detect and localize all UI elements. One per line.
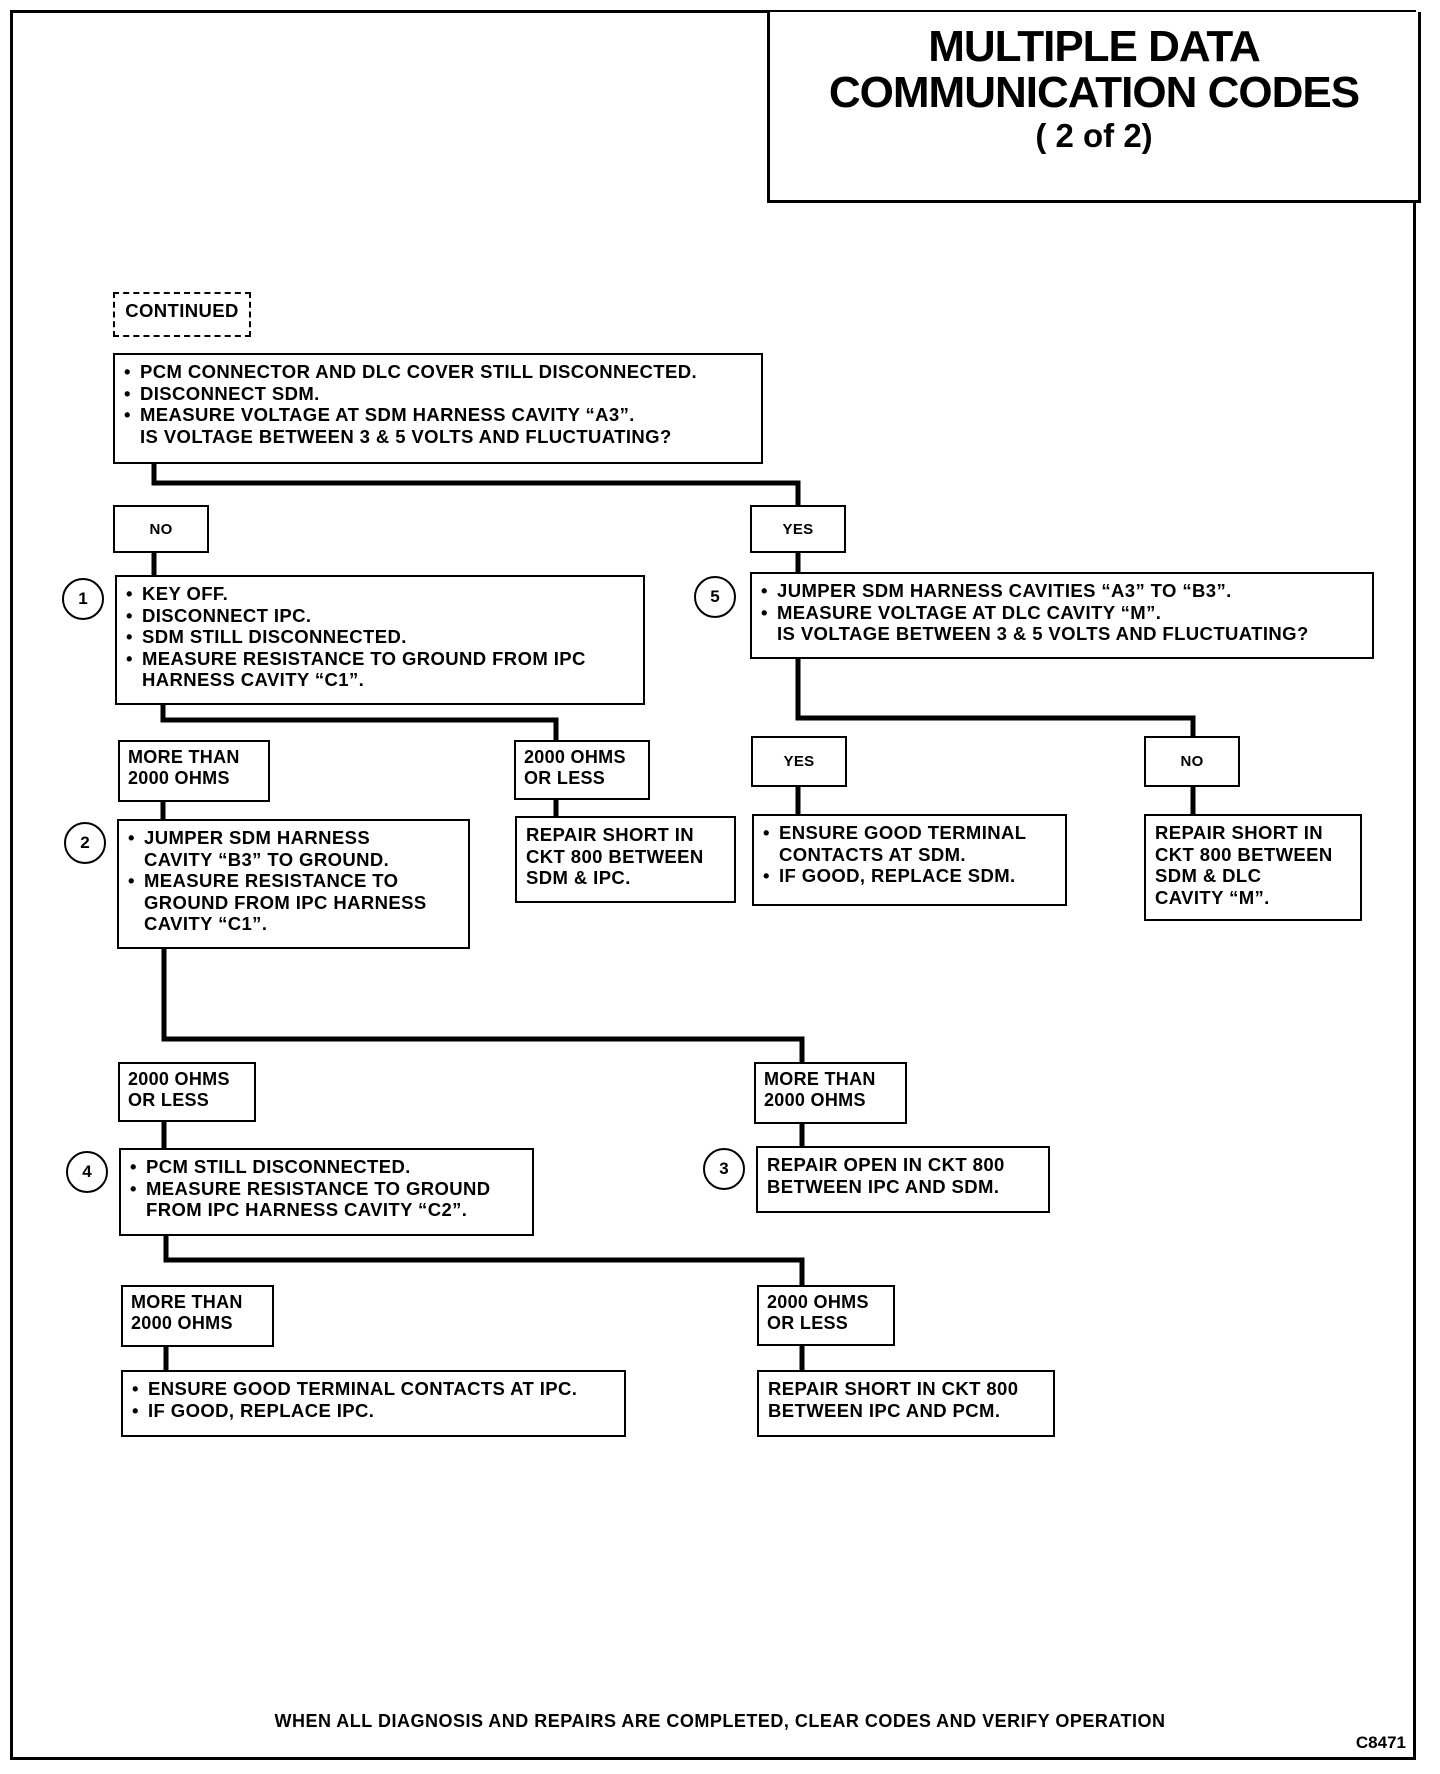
- page-frame: [10, 10, 1416, 1760]
- step4-box: PCM STILL DISCONNECTED. MEASURE RESISTAN…: [119, 1148, 534, 1236]
- label-step1-more-than: MORE THAN 2000 OHMS: [118, 740, 270, 802]
- start-text-1: PCM CONNECTOR AND DLC COVER STILL DISCON…: [124, 361, 752, 383]
- ensure-ipc-line2: IF GOOD, REPLACE IPC.: [132, 1400, 615, 1422]
- step5-text-3: IS VOLTAGE BETWEEN 3 & 5 VOLTS AND FLUCT…: [777, 623, 1309, 644]
- label-step2-more-line2: 2000 OHMS: [764, 1090, 866, 1110]
- ensure-sdm-line2: CONTACTS AT SDM.: [779, 843, 966, 865]
- step1-text-2: DISCONNECT IPC.: [126, 605, 634, 627]
- label-step2-more-line1: MORE THAN: [764, 1069, 876, 1089]
- label-step2-less-line1: 2000 OHMS: [128, 1069, 230, 1089]
- step5-text-1: JUMPER SDM HARNESS CAVITIES “A3” TO “B3”…: [761, 580, 1363, 602]
- label-step5-yes: YES: [751, 736, 847, 787]
- title-box: MULTIPLE DATA COMMUNICATION CODES ( 2 of…: [767, 12, 1421, 203]
- step1-text-5: HARNESS CAVITY “C1”.: [142, 669, 365, 690]
- connector-step4-split: [163, 1232, 805, 1288]
- step1-text-3: SDM STILL DISCONNECTED.: [126, 626, 634, 648]
- repair-sdm-ipc-line2: CKT 800 BETWEEN: [526, 845, 704, 867]
- ensure-ipc-line1: ENSURE GOOD TERMINAL CONTACTS AT IPC.: [132, 1378, 615, 1400]
- label-step4-more-than: MORE THAN 2000 OHMS: [121, 1285, 274, 1347]
- repair-sdm-dlc-line4: CAVITY “M”.: [1155, 886, 1270, 908]
- label-step4-less-line1: 2000 OHMS: [767, 1292, 869, 1312]
- step3-text-2: BETWEEN IPC AND SDM.: [767, 1175, 1000, 1197]
- step2-box: JUMPER SDM HARNESS CAVITY “B3” TO GROUND…: [117, 819, 470, 949]
- step3-text-1: REPAIR OPEN IN CKT 800: [767, 1154, 1005, 1175]
- repair-short-sdm-dlc-box: REPAIR SHORT IN CKT 800 BETWEEN SDM & DL…: [1144, 814, 1362, 921]
- step-number-5: 5: [694, 576, 736, 618]
- connector-step2-split: [161, 945, 805, 1065]
- label-step1-or-less: 2000 OHMS OR LESS: [514, 740, 650, 800]
- label-step2-or-less: 2000 OHMS OR LESS: [118, 1062, 256, 1122]
- label-step1-more-line1: MORE THAN: [128, 747, 240, 767]
- title-line-2: COMMUNICATION CODES: [828, 68, 1360, 117]
- label-step4-more-line2: 2000 OHMS: [131, 1313, 233, 1333]
- label-step4-or-less: 2000 OHMS OR LESS: [757, 1285, 895, 1346]
- label-step4-less-line2: OR LESS: [767, 1313, 849, 1333]
- connector-step1-split: [160, 701, 559, 743]
- label-step1-less-line2: OR LESS: [524, 768, 606, 788]
- step2-text-2: CAVITY “B3” TO GROUND.: [144, 848, 390, 870]
- step4-text-2: MEASURE RESISTANCE TO GROUND: [130, 1178, 523, 1200]
- label-step2-less-line2: OR LESS: [128, 1090, 210, 1110]
- step3-box: REPAIR OPEN IN CKT 800 BETWEEN IPC AND S…: [756, 1146, 1050, 1213]
- title-line-1: MULTIPLE DATA: [928, 22, 1261, 71]
- footer-instruction: WHEN ALL DIAGNOSIS AND REPAIRS ARE COMPL…: [274, 1711, 1166, 1731]
- start-text-2: DISCONNECT SDM.: [124, 383, 752, 405]
- step-number-2: 2: [64, 822, 106, 864]
- repair-ipc-pcm-line2: BETWEEN IPC AND PCM.: [768, 1399, 1001, 1421]
- label-yes-1: YES: [750, 505, 846, 553]
- step4-text-1: PCM STILL DISCONNECTED.: [130, 1156, 523, 1178]
- repair-ipc-pcm-line1: REPAIR SHORT IN CKT 800: [768, 1378, 1019, 1399]
- repair-short-sdm-ipc-box: REPAIR SHORT IN CKT 800 BETWEEN SDM & IP…: [515, 816, 736, 903]
- step1-box: KEY OFF. DISCONNECT IPC. SDM STILL DISCO…: [115, 575, 645, 705]
- connector-step5-split: [795, 655, 1196, 741]
- step1-text-4: MEASURE RESISTANCE TO GROUND FROM IPC: [126, 648, 634, 670]
- ensure-sdm-box: ENSURE GOOD TERMINAL CONTACTS AT SDM. IF…: [752, 814, 1067, 906]
- continued-box: CONTINUED: [113, 292, 251, 337]
- step1-text-1: KEY OFF.: [126, 583, 634, 605]
- step-number-1: 1: [62, 578, 104, 620]
- step2-text-4: GROUND FROM IPC HARNESS: [144, 891, 427, 913]
- label-step1-less-line1: 2000 OHMS: [524, 747, 626, 767]
- connector-start-split: [151, 461, 801, 510]
- step5-box: JUMPER SDM HARNESS CAVITIES “A3” TO “B3”…: [750, 572, 1374, 659]
- step2-text-1: JUMPER SDM HARNESS: [128, 827, 459, 849]
- step4-text-3: FROM IPC HARNESS CAVITY “C2”.: [146, 1199, 468, 1220]
- repair-sdm-dlc-line1: REPAIR SHORT IN: [1155, 822, 1324, 843]
- ensure-ipc-box: ENSURE GOOD TERMINAL CONTACTS AT IPC. IF…: [121, 1370, 626, 1437]
- step2-text-5: CAVITY “C1”.: [144, 913, 268, 934]
- step-number-4: 4: [66, 1151, 108, 1193]
- repair-sdm-ipc-line1: REPAIR SHORT IN: [526, 824, 695, 845]
- label-step1-more-line2: 2000 OHMS: [128, 768, 230, 788]
- step5-text-2: MEASURE VOLTAGE AT DLC CAVITY “M”.: [761, 602, 1363, 624]
- label-no-1: NO: [113, 505, 209, 553]
- step-number-3: 3: [703, 1148, 745, 1190]
- ensure-sdm-line3: IF GOOD, REPLACE SDM.: [763, 865, 1056, 887]
- step2-text-3: MEASURE RESISTANCE TO: [128, 870, 459, 892]
- start-box: PCM CONNECTOR AND DLC COVER STILL DISCON…: [113, 353, 763, 464]
- repair-sdm-dlc-line3: SDM & DLC: [1155, 865, 1262, 886]
- repair-short-ipc-pcm-box: REPAIR SHORT IN CKT 800 BETWEEN IPC AND …: [757, 1370, 1055, 1437]
- start-text-3: MEASURE VOLTAGE AT SDM HARNESS CAVITY “A…: [124, 404, 752, 426]
- label-step5-no: NO: [1144, 736, 1240, 787]
- continued-label: CONTINUED: [125, 300, 239, 321]
- label-step2-more-than: MORE THAN 2000 OHMS: [754, 1062, 907, 1124]
- figure-code: C8471: [1355, 1733, 1406, 1752]
- repair-sdm-ipc-line3: SDM & IPC.: [526, 867, 631, 888]
- ensure-sdm-line1: ENSURE GOOD TERMINAL: [763, 822, 1056, 844]
- title-line-3: ( 2 of 2): [1035, 117, 1153, 154]
- repair-sdm-dlc-line2: CKT 800 BETWEEN: [1155, 843, 1333, 865]
- label-step4-more-line1: MORE THAN: [131, 1292, 243, 1312]
- start-text-4: IS VOLTAGE BETWEEN 3 & 5 VOLTS AND FLUCT…: [140, 425, 672, 447]
